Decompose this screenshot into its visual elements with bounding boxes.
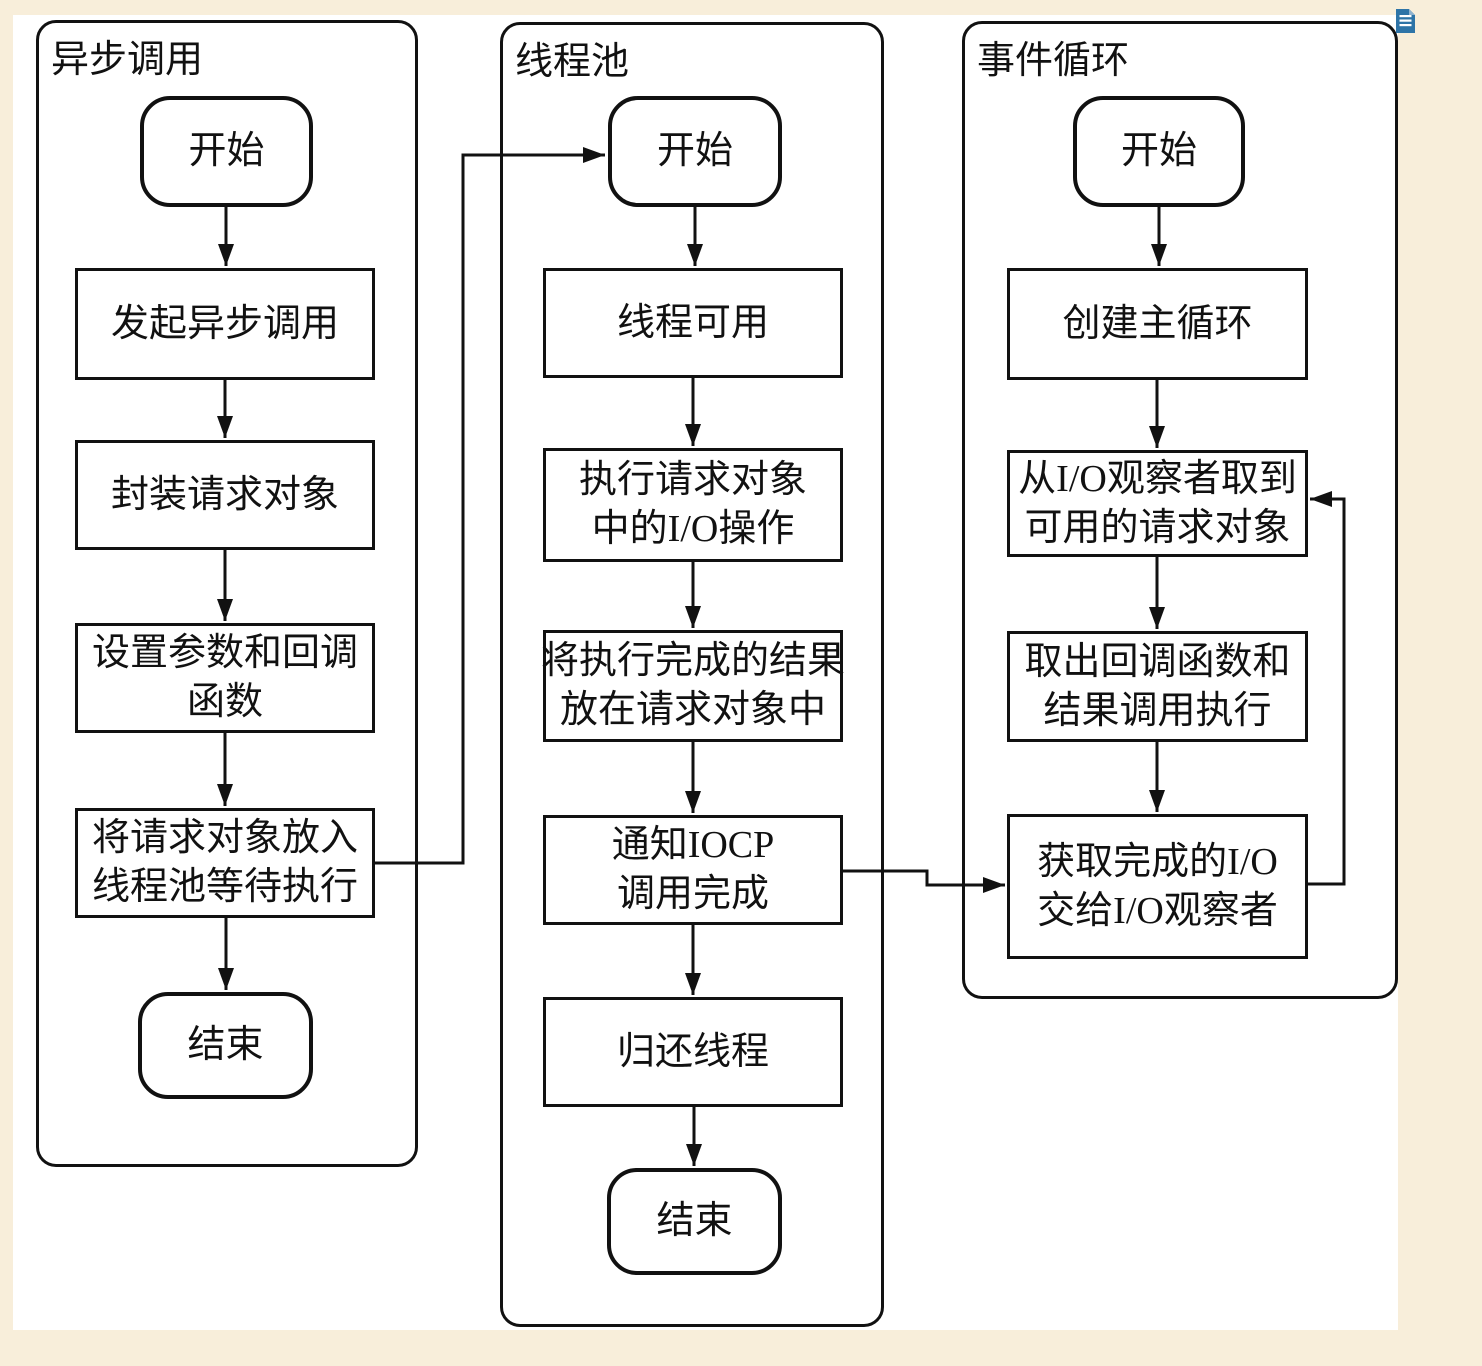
lane1-start-node: 开始 bbox=[140, 96, 313, 207]
lane-title: 异步调用 bbox=[51, 39, 204, 81]
node-label: 交给I/O观察者 bbox=[1037, 889, 1278, 932]
node-label: 线程可用 bbox=[616, 301, 769, 344]
node-label: 获取完成的I/O bbox=[1037, 840, 1278, 883]
lane2-step-put-result-in-request: 将执行完成的结果 放在请求对象中 bbox=[541, 630, 846, 742]
lane1-step-initiate-async-call: 发起异步调用 bbox=[75, 268, 375, 380]
node-label: 结果调用执行 bbox=[1043, 689, 1272, 732]
node-label: 结束 bbox=[187, 1024, 264, 1066]
node-label: 调用完成 bbox=[616, 873, 769, 915]
lane1-end-node: 结束 bbox=[138, 992, 313, 1099]
node-label: 设置参数和回调 bbox=[91, 632, 358, 674]
lane-title: 事件循环 bbox=[977, 40, 1130, 82]
node-label: 通知IOCP bbox=[611, 824, 775, 866]
lane2-end-node: 结束 bbox=[607, 1168, 782, 1275]
lane3-step-create-main-loop: 创建主循环 bbox=[1007, 268, 1308, 380]
lane2-start-node: 开始 bbox=[608, 96, 782, 207]
lane3-step-get-request-from-io-watcher: 从I/O观察者取到 可用的请求对象 bbox=[1007, 450, 1308, 557]
node-label: 创建主循环 bbox=[1062, 302, 1253, 345]
node-label: 放在请求对象中 bbox=[559, 689, 826, 731]
lane3-step-hand-completed-io-to-watcher: 获取完成的I/O 交给I/O观察者 bbox=[1007, 814, 1308, 959]
node-label: 函数 bbox=[186, 681, 263, 723]
document-icon[interactable] bbox=[1396, 9, 1415, 33]
node-label: 开始 bbox=[656, 130, 733, 172]
node-label: 取出回调函数和 bbox=[1024, 640, 1291, 683]
lane2-step-return-thread: 归还线程 bbox=[543, 997, 843, 1107]
node-label: 归还线程 bbox=[616, 1030, 769, 1073]
lane3-step-invoke-callback-with-result: 取出回调函数和 结果调用执行 bbox=[1007, 631, 1308, 742]
node-label: 发起异步调用 bbox=[110, 302, 339, 345]
lane2-step-execute-io-operation: 执行请求对象 中的I/O操作 bbox=[543, 448, 843, 562]
node-label: 执行请求对象 bbox=[578, 459, 807, 501]
lane1-step-set-params-callback: 设置参数和回调 函数 bbox=[75, 623, 375, 733]
node-label: 开始 bbox=[1120, 130, 1197, 172]
lane1-step-wrap-request-object: 封装请求对象 bbox=[75, 440, 375, 550]
lane-title: 线程池 bbox=[515, 41, 630, 83]
node-label: 线程池等待执行 bbox=[91, 866, 358, 908]
node-label: 中的I/O操作 bbox=[591, 508, 795, 550]
lane1-step-put-into-thread-pool: 将请求对象放入 线程池等待执行 bbox=[75, 808, 375, 918]
node-label: 将执行完成的结果 bbox=[541, 640, 846, 682]
lane2-step-notify-iocp-complete: 通知IOCP 调用完成 bbox=[543, 815, 843, 925]
lane2-step-thread-available: 线程可用 bbox=[543, 268, 843, 378]
node-label: 结束 bbox=[656, 1200, 733, 1242]
node-label: 封装请求对象 bbox=[110, 473, 339, 516]
lane3-start-node: 开始 bbox=[1073, 96, 1245, 207]
node-label: 开始 bbox=[188, 130, 265, 172]
node-label: 将请求对象放入 bbox=[91, 817, 358, 859]
node-label: 可用的请求对象 bbox=[1024, 506, 1291, 549]
node-label: 从I/O观察者取到 bbox=[1018, 457, 1297, 500]
